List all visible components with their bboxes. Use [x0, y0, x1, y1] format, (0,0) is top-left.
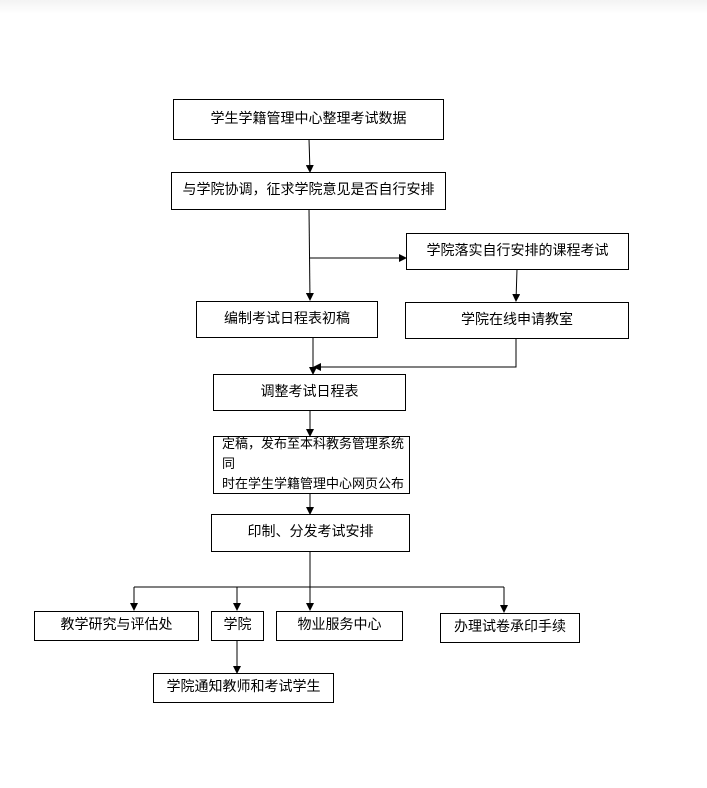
node-label: 调整考试日程表 [260, 383, 359, 400]
node-label: 编制考试日程表初稿 [224, 310, 350, 327]
node-adjust-exam-schedule: 调整考试日程表 [213, 374, 406, 411]
node-collect-exam-data: 学生学籍管理中心整理考试数据 [173, 99, 444, 140]
node-college-self-arranged-exams: 学院落实自行安排的课程考试 [406, 233, 629, 270]
node-label: 与学院协调，征求学院意见是否自行安排 [182, 182, 435, 199]
node-draft-exam-schedule: 编制考试日程表初稿 [196, 301, 378, 338]
node-label: 学生学籍管理中心整理考试数据 [210, 110, 407, 127]
node-teaching-research-office: 教学研究与评估处 [34, 611, 199, 641]
node-label: 办理试卷承印手续 [454, 619, 566, 636]
node-finalize-and-publish: 定稿，发布至本科教务管理系统同 时在学生学籍管理中心网页公布 [213, 436, 410, 494]
node-property-service-center: 物业服务中心 [276, 611, 403, 641]
node-label: 物业服务中心 [297, 617, 382, 634]
arrow-n5-merge [313, 338, 517, 371]
node-print-distribute: 印制、分发考试安排 [211, 514, 410, 552]
arrow-n3-n5 [512, 268, 521, 302]
node-label: 学院落实自行安排的课程考试 [426, 242, 609, 259]
node-coordinate-with-colleges: 与学院协调，征求学院意见是否自行安排 [171, 172, 446, 210]
node-label: 印制、分发考试安排 [247, 524, 374, 541]
node-paper-printing-procedure: 办理试卷承印手续 [440, 613, 580, 643]
node-label: 学院通知教师和考试学生 [166, 679, 321, 696]
arrow-n2-n4 [305, 208, 314, 301]
top-band [0, 0, 707, 14]
node-label: 学院在线申请教室 [461, 311, 573, 328]
node-label-line1: 定稿，发布至本科教务管理系统同 [222, 436, 405, 472]
arrow-n1-n2 [305, 138, 314, 173]
node-label-line2: 时在学生学籍管理中心网页公布 [222, 477, 405, 493]
node-label: 学院 [223, 617, 252, 634]
node-college: 学院 [211, 611, 264, 641]
node-notify-teachers-students: 学院通知教师和考试学生 [153, 673, 334, 703]
node-college-apply-classroom: 学院在线申请教室 [405, 302, 629, 339]
node-label: 教学研究与评估处 [60, 617, 173, 634]
